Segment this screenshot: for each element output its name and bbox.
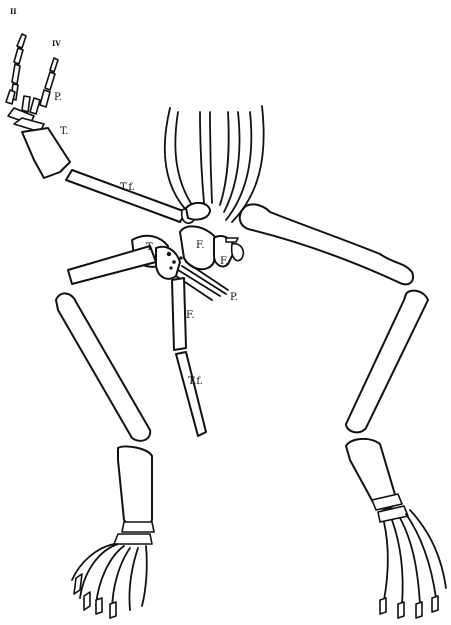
right-foot-digits [380, 510, 446, 618]
left-foot-digits [72, 544, 147, 618]
left-upper-digits [6, 34, 70, 178]
label-tibiofibula-upper: T.f. [120, 182, 135, 193]
label-femur-center: F. [196, 240, 205, 251]
label-phalanges-center: P. [230, 292, 238, 303]
pelvic-center [68, 203, 243, 300]
label-phalanges-upper: P. [54, 92, 62, 103]
left-lower-limb [56, 293, 154, 544]
left-upper-tibiofibula [66, 170, 194, 223]
center-lower-limb [172, 278, 206, 436]
label-digit-iv: IV [52, 39, 61, 48]
label-tarsus-center: T [146, 242, 153, 253]
right-lower-limb [346, 291, 428, 522]
label-femur-right: F. [220, 256, 229, 267]
label-tarsus-upper: T. [60, 126, 68, 137]
label-femur-lower: F. [186, 310, 195, 321]
label-tibiofibula-lower: T.f. [188, 376, 203, 387]
right-femur [240, 204, 413, 284]
label-digit-ii: II [10, 7, 17, 16]
